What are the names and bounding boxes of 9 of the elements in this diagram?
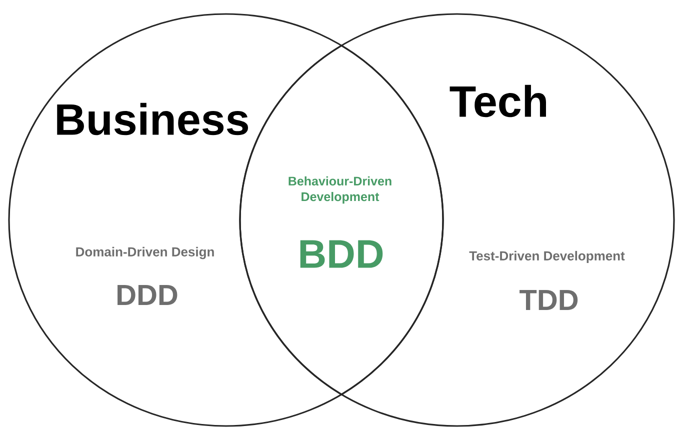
acronym: TDD — [520, 290, 578, 310]
heading: Tech — [450, 84, 546, 118]
term-label: Behaviour-Driven Development — [288, 176, 392, 204]
acronym: BDD — [300, 240, 383, 268]
term-label: Domain-Driven Design — [76, 246, 214, 260]
acronym: DDD — [118, 285, 178, 305]
heading: Business — [57, 102, 248, 136]
term-label: Test-Driven Development — [469, 250, 625, 264]
venn-circle — [8, 13, 444, 427]
